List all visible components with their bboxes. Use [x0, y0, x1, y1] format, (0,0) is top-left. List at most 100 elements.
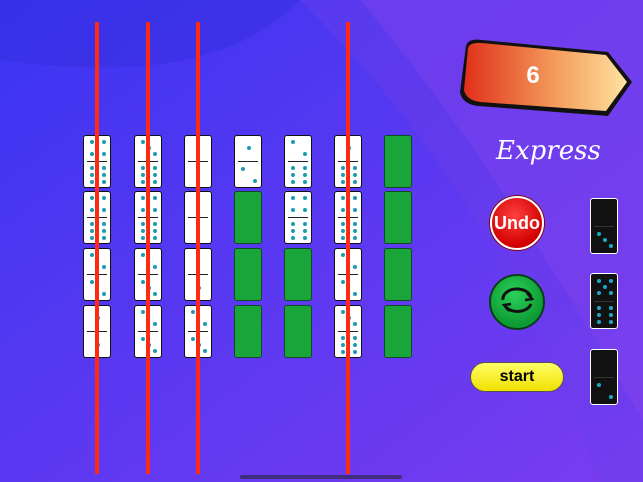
pip: [303, 152, 307, 156]
column-marker-line: [346, 22, 350, 474]
pip: [141, 173, 145, 177]
domino-facedown[interactable]: [234, 191, 262, 244]
pip: [102, 229, 106, 233]
pip: [153, 196, 157, 200]
start-button[interactable]: start: [470, 362, 564, 392]
restart-button[interactable]: [489, 274, 545, 330]
pip: [597, 383, 601, 387]
domino-facedown[interactable]: [384, 248, 412, 301]
pip: [203, 349, 207, 353]
pip: [291, 208, 295, 212]
column-marker-line: [196, 22, 200, 474]
pip: [90, 140, 94, 144]
domino-divider: [288, 161, 308, 162]
pip: [341, 180, 345, 184]
pip: [303, 229, 307, 233]
pip: [597, 291, 601, 295]
pip: [341, 208, 345, 212]
domino-facedown[interactable]: [234, 305, 262, 358]
domino-divider: [238, 161, 258, 162]
pip: [153, 222, 157, 226]
pip: [141, 180, 145, 184]
pip: [303, 166, 307, 170]
pip: [609, 244, 613, 248]
pip: [341, 336, 345, 340]
pip: [353, 350, 357, 354]
pip: [90, 180, 94, 184]
pip: [341, 350, 345, 354]
pip: [291, 196, 295, 200]
domino-divider: [594, 301, 614, 302]
domino-tile[interactable]: [284, 191, 312, 244]
pip: [303, 236, 307, 240]
pip: [353, 222, 357, 226]
pip: [609, 395, 613, 399]
pip: [341, 310, 345, 314]
pip: [90, 222, 94, 226]
domino-facedown[interactable]: [384, 191, 412, 244]
pip: [102, 292, 106, 296]
undo-button[interactable]: Undo: [490, 196, 544, 250]
pip: [141, 140, 145, 144]
domino-facedown[interactable]: [384, 135, 412, 188]
pip: [597, 279, 601, 283]
pip: [353, 166, 357, 170]
pip: [291, 166, 295, 170]
domino-divider: [594, 226, 614, 227]
pip: [603, 238, 607, 242]
pip: [141, 222, 145, 226]
pip: [303, 222, 307, 226]
pip: [291, 229, 295, 233]
pip: [341, 229, 345, 233]
domino-facedown[interactable]: [284, 248, 312, 301]
pip: [102, 180, 106, 184]
pip: [597, 232, 601, 236]
pip: [102, 208, 106, 212]
pip: [353, 196, 357, 200]
pip: [303, 173, 307, 177]
column-marker-line: [146, 22, 150, 474]
pip: [153, 349, 157, 353]
pip: [597, 306, 601, 310]
pip: [153, 265, 157, 269]
pip: [609, 320, 613, 324]
pip: [353, 208, 357, 212]
side-domino[interactable]: [590, 349, 618, 405]
domino-divider: [594, 377, 614, 378]
pip: [353, 180, 357, 184]
domino-facedown[interactable]: [384, 305, 412, 358]
home-indicator: [240, 475, 402, 479]
pip: [153, 322, 157, 326]
pip: [90, 208, 94, 212]
pip: [353, 336, 357, 340]
pip: [141, 166, 145, 170]
domino-facedown[interactable]: [284, 305, 312, 358]
pip: [153, 236, 157, 240]
pip: [153, 152, 157, 156]
pip: [341, 236, 345, 240]
pip: [291, 222, 295, 226]
pip: [247, 146, 251, 150]
domino-facedown[interactable]: [234, 248, 262, 301]
pip: [90, 152, 94, 156]
pip: [141, 236, 145, 240]
pip: [102, 173, 106, 177]
pip: [303, 180, 307, 184]
pip: [241, 167, 245, 171]
pip: [90, 166, 94, 170]
side-domino[interactable]: [590, 198, 618, 254]
pip: [203, 322, 207, 326]
pip: [90, 196, 94, 200]
side-domino[interactable]: [590, 273, 618, 329]
pip: [609, 291, 613, 295]
pip: [341, 196, 345, 200]
domino-tile[interactable]: [234, 135, 262, 188]
pip: [153, 292, 157, 296]
pip: [153, 229, 157, 233]
pip: [353, 173, 357, 177]
pip: [141, 280, 145, 284]
pip: [341, 222, 345, 226]
column-marker-line: [95, 22, 99, 474]
pip: [353, 229, 357, 233]
domino-tile[interactable]: [284, 135, 312, 188]
